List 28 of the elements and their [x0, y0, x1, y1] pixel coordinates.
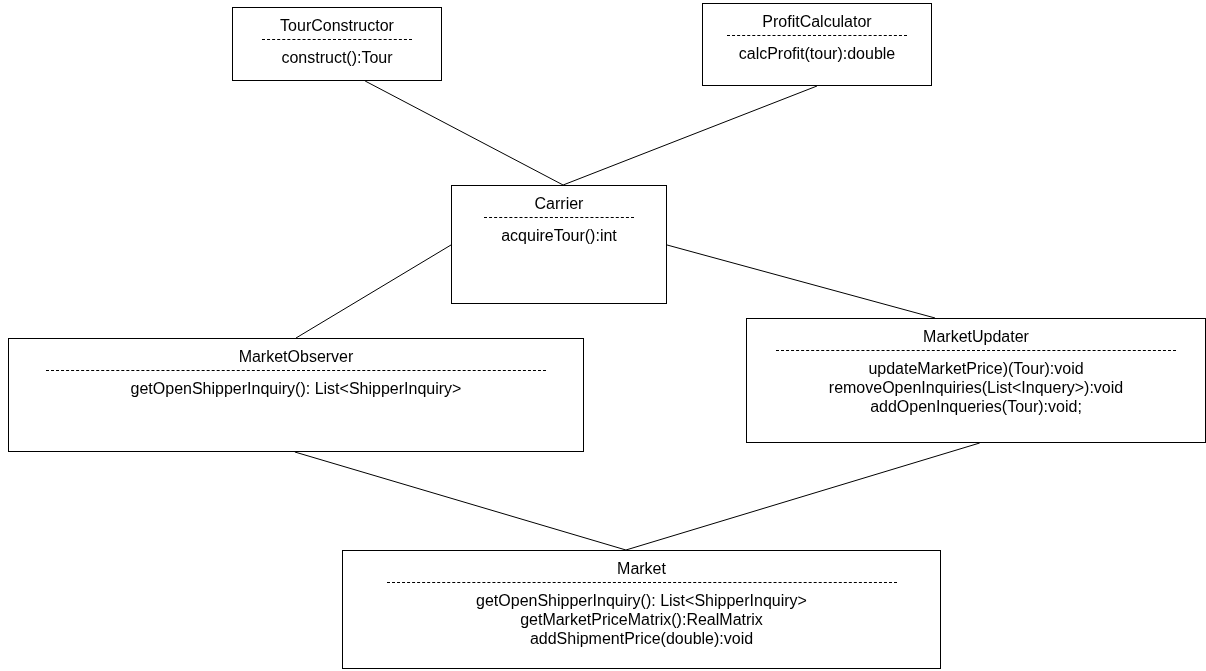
connector-line [666, 244, 936, 319]
class-box [8, 338, 584, 452]
connector-line [625, 442, 981, 551]
class-name: Market [617, 559, 666, 578]
connector-line [294, 451, 627, 551]
class-box [451, 185, 667, 304]
class-name: ProfitCalculator [762, 12, 872, 31]
class-name: Carrier [534, 194, 584, 213]
connector-line [364, 80, 564, 186]
method-signature: acquireTour():int [501, 226, 617, 245]
connector-line [562, 85, 818, 186]
class-box [746, 318, 1206, 443]
method-signature: addShipmentPrice(double):void [529, 629, 754, 648]
method-signature: calcProfit(tour):double [738, 44, 896, 63]
class-name: MarketUpdater [923, 327, 1029, 346]
method-signature: getMarketPriceMatrix():RealMatrix [520, 610, 763, 629]
method-signature: removeOpenInquiries(List<Inquery>):void [828, 378, 1124, 397]
class-box [702, 3, 932, 86]
method-signature: addOpenInqueries(Tour):void; [870, 397, 1082, 416]
method-signature: getOpenShipperInquiry(): List<ShipperInquiry> [476, 591, 807, 610]
class-name: TourConstructor [280, 16, 394, 35]
method-signature: updateMarketPrice)(Tour):void [868, 359, 1084, 378]
class-box [232, 7, 442, 81]
class-box [342, 550, 941, 669]
connector-line [295, 244, 452, 339]
method-signature: construct():Tour [281, 48, 393, 67]
method-signature: getOpenShipperInquiry(): List<ShipperInquiry> [130, 379, 462, 398]
class-name: MarketObserver [238, 347, 354, 366]
